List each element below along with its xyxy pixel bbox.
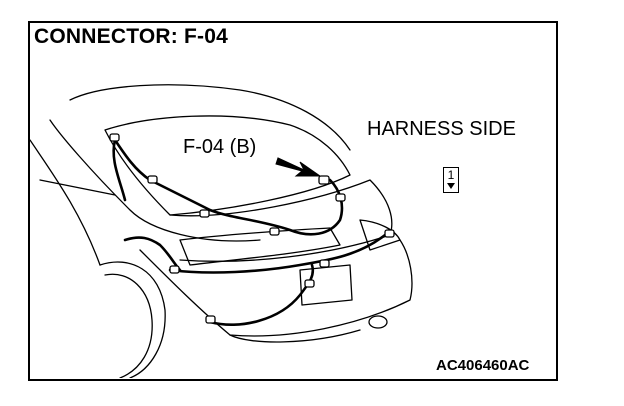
connector-marker — [147, 175, 158, 184]
connector-marker — [319, 259, 330, 268]
connector-marker — [318, 175, 330, 185]
side-body-line — [30, 139, 101, 266]
connector-marker — [205, 315, 216, 324]
connector-marker — [269, 227, 280, 236]
rear-glass-outline — [104, 115, 351, 216]
harness-lower — [168, 233, 387, 274]
connector-face-icon: 1 — [443, 167, 459, 193]
roof-outline — [69, 84, 351, 151]
connector-marker — [384, 229, 395, 238]
connector-marker — [169, 265, 180, 274]
callout-arrow — [275, 157, 322, 177]
connector-marker — [109, 133, 120, 142]
connector-marker — [335, 193, 346, 202]
exhaust-pipe — [368, 315, 388, 329]
door-line — [39, 179, 116, 196]
view-label: HARNESS SIDE — [367, 118, 516, 140]
diagram-frame — [28, 21, 558, 381]
harness-left-branch — [123, 236, 182, 272]
connector-callout-label: F-04 (B) — [183, 136, 257, 158]
connector-marker — [304, 279, 315, 288]
harness-left-drop — [112, 138, 127, 202]
tail-light — [179, 227, 341, 266]
connector-marker — [199, 209, 210, 218]
pin-arrow-icon — [447, 183, 455, 189]
pin-number: 1 — [447, 168, 455, 182]
trunk-lid — [169, 179, 393, 262]
vehicle-rear-drawing — [30, 84, 413, 378]
lower-bumper-line — [229, 329, 361, 343]
wheel-arch — [99, 261, 166, 378]
wheel-tire — [104, 273, 153, 378]
body-upper-edge — [49, 119, 261, 242]
harness-bumper — [208, 263, 315, 326]
figure-code: AC406460AC — [436, 357, 530, 374]
rear-bumper — [139, 239, 413, 337]
diagram-title: CONNECTOR: F-04 — [34, 25, 228, 48]
